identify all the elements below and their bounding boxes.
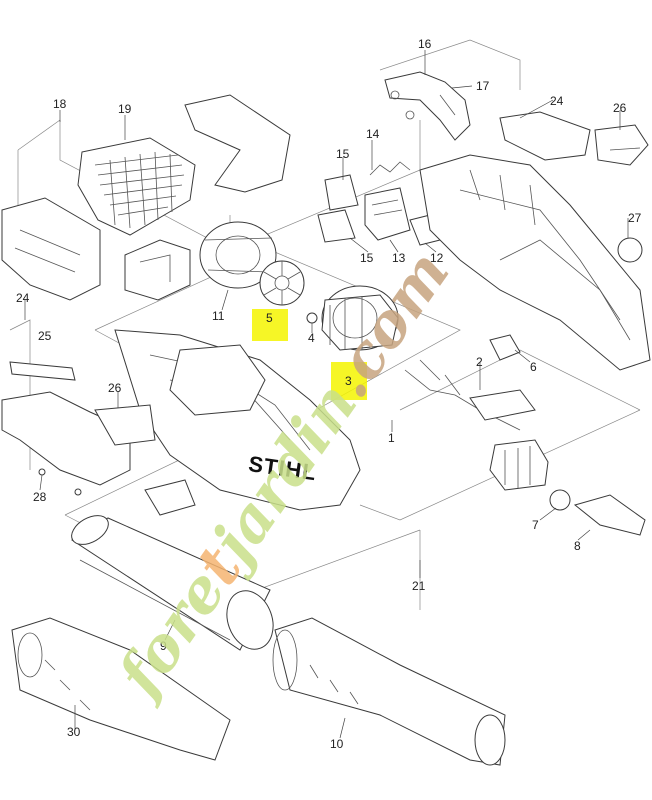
callout-14: 14: [366, 127, 380, 141]
leader-lines: [24, 50, 629, 739]
part-13-switch: [364, 187, 411, 241]
callout-10: 10: [330, 737, 344, 751]
callout-11: 11: [212, 309, 225, 323]
part-5-impeller: [259, 260, 305, 306]
callout-8: 8: [574, 539, 581, 553]
highlight-mark-3: [331, 362, 367, 400]
callout-12: 12: [430, 251, 444, 265]
part-bracket: [124, 239, 191, 301]
part-6-switch-block: [489, 334, 521, 361]
part-8-nozzle-tip: [573, 494, 646, 536]
part-26-handle-cap: [594, 124, 649, 166]
callout-27: 27: [628, 211, 642, 225]
callout-21: 21: [412, 579, 426, 593]
callout-30: 30: [67, 725, 81, 739]
part-7-cap: [549, 489, 571, 511]
callout-26-left: 26: [108, 381, 122, 395]
part-14-spring: [369, 161, 411, 176]
part-30-flat-nozzle: [11, 617, 231, 761]
callout-1: 1: [388, 431, 395, 445]
part-24-handle: [499, 111, 591, 161]
part-grill-bar: [144, 479, 196, 516]
part-11-fan-housing: [199, 221, 277, 289]
part-4-nut: [306, 312, 318, 324]
part-9-tube: [71, 515, 274, 651]
callout-13: 13: [392, 251, 406, 265]
part-26-side-cover: [1, 391, 131, 486]
part-27-disc: [617, 237, 643, 263]
callout-9: 9: [160, 639, 167, 653]
callout-4: 4: [308, 331, 315, 345]
callout-24-left: 24: [16, 291, 30, 305]
callout-24-right: 24: [550, 94, 564, 108]
callout-labels: 1 2 3 4 5 6 7 8 9 10 11 12 13 14 15 15 1…: [16, 37, 642, 751]
part-25-label-strip: [9, 361, 76, 381]
part-28-screws: [38, 468, 82, 496]
part-10-round-nozzle: [272, 617, 506, 766]
callout-17: 17: [476, 79, 490, 93]
callout-28: 28: [33, 490, 47, 504]
part-1-housing-shell: [114, 329, 361, 511]
part-small-cover: [94, 404, 156, 446]
callout-15-upper: 15: [336, 147, 350, 161]
callout-15-lower: 15: [360, 251, 374, 265]
part-3-motor: [321, 285, 399, 351]
callout-19: 19: [118, 102, 132, 116]
callout-3: 3: [345, 374, 352, 388]
part-15-clip: [317, 174, 359, 243]
part-drive-motor: [489, 439, 549, 491]
callout-7: 7: [532, 518, 539, 532]
part-upper-duct: [184, 94, 291, 193]
callout-25: 25: [38, 329, 52, 343]
part-housing-right: [419, 154, 651, 371]
callout-6: 6: [530, 360, 537, 374]
highlight-mark-5: [252, 309, 288, 341]
callout-18: 18: [53, 97, 67, 111]
callout-2: 2: [476, 355, 483, 369]
part-2-wiring: [404, 359, 536, 431]
callout-16: 16: [418, 37, 432, 51]
callout-5: 5: [266, 311, 273, 325]
part-18-intake-cover: [1, 197, 101, 301]
part-19-filter-grille: [77, 137, 196, 236]
part-17-lever: [384, 71, 471, 141]
callout-26-right: 26: [613, 101, 627, 115]
